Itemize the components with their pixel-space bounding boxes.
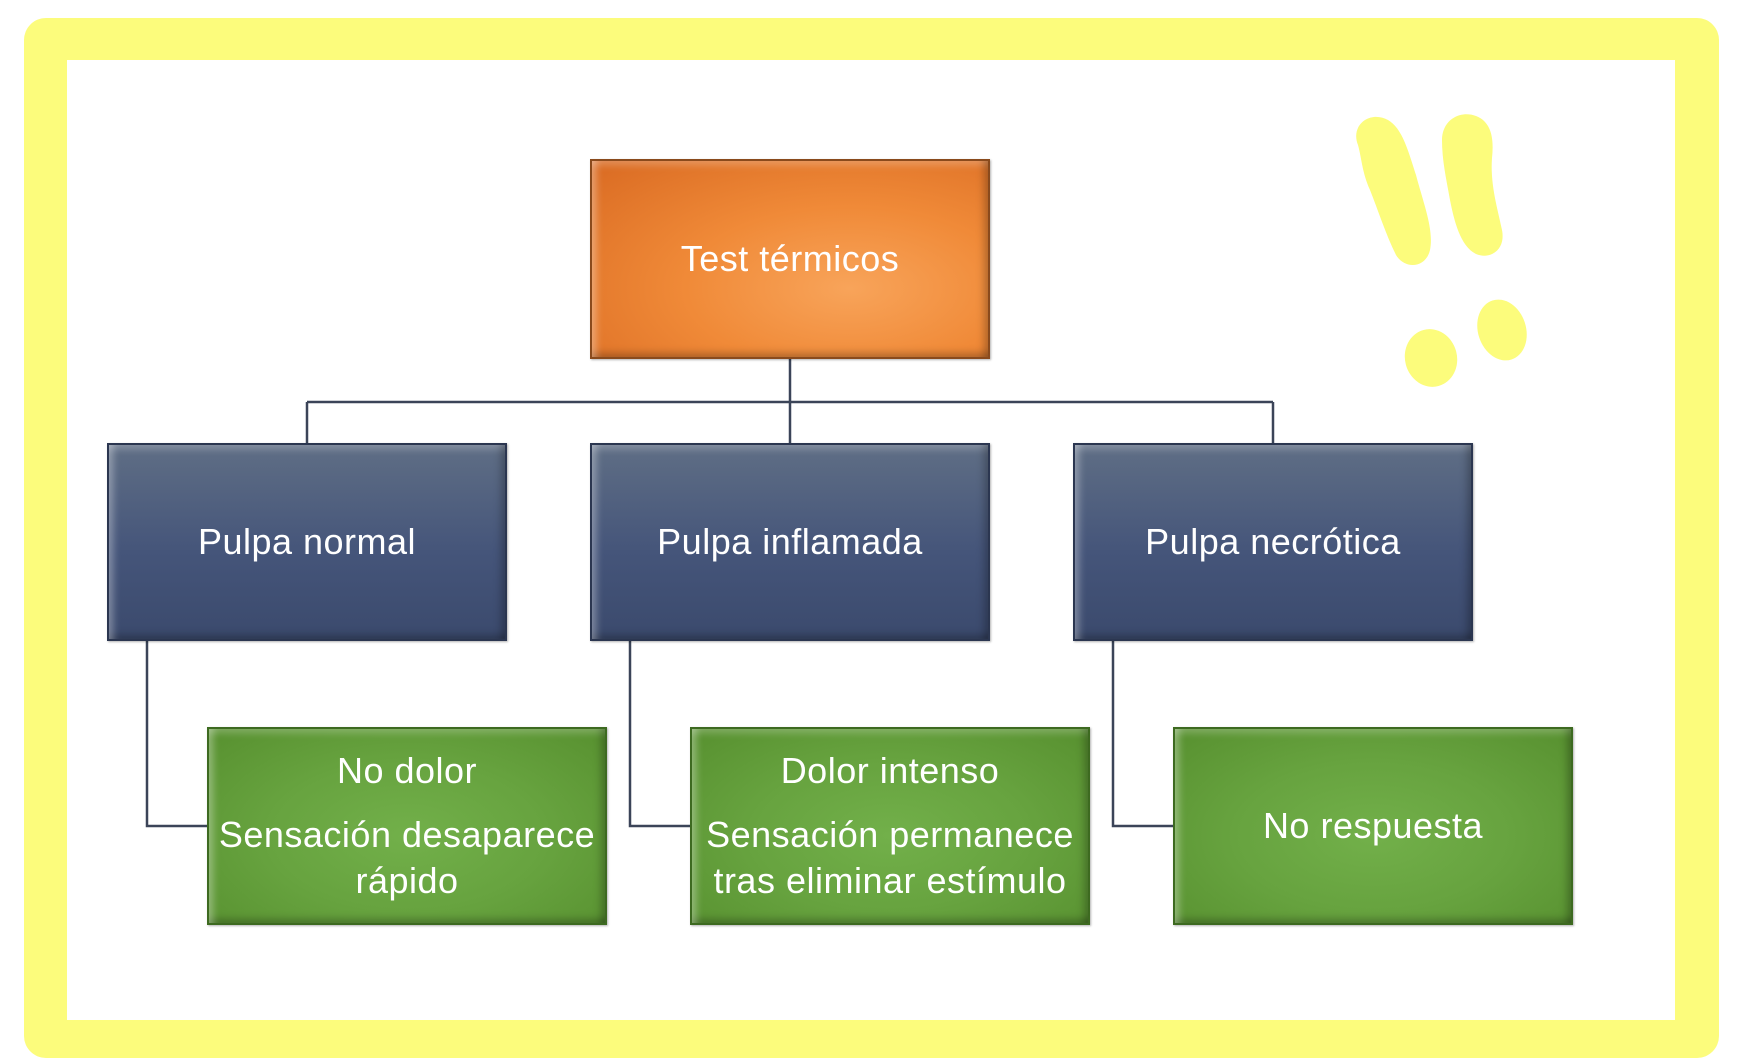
leaf-connector-2 [628,641,690,828]
root-node: Test térmicos [590,159,990,359]
result-node-no-respuesta: No respuesta [1173,727,1573,925]
result-detail: Sensación desaparece rápido [218,814,596,901]
result-node-dolor-intenso: Dolor intenso Sensación permanece tras e… [690,727,1090,925]
double-exclamation-icon [1356,114,1527,387]
branch-label: Pulpa inflamada [657,521,923,562]
result-title: No respuesta [1262,805,1484,846]
branch-node-pulpa-inflamada: Pulpa inflamada [590,443,990,641]
leaf-connector-1 [145,641,207,828]
branch-node-pulpa-normal: Pulpa normal [107,443,507,641]
branch-label: Pulpa normal [197,521,417,562]
leaf-connector-3 [1111,641,1173,828]
result-detail: Sensación permanece tras eliminar estímu… [706,814,1074,901]
result-title: Dolor intenso [780,750,1000,791]
result-title: No dolor [336,750,478,791]
result-node-no-dolor: No dolor Sensación desaparece rápido [207,727,607,925]
root-label: Test térmicos [680,238,900,279]
branch-label: Pulpa necrótica [1145,521,1401,562]
branch-node-pulpa-necrotica: Pulpa necrótica [1073,443,1473,641]
connector-lines [145,359,1275,828]
